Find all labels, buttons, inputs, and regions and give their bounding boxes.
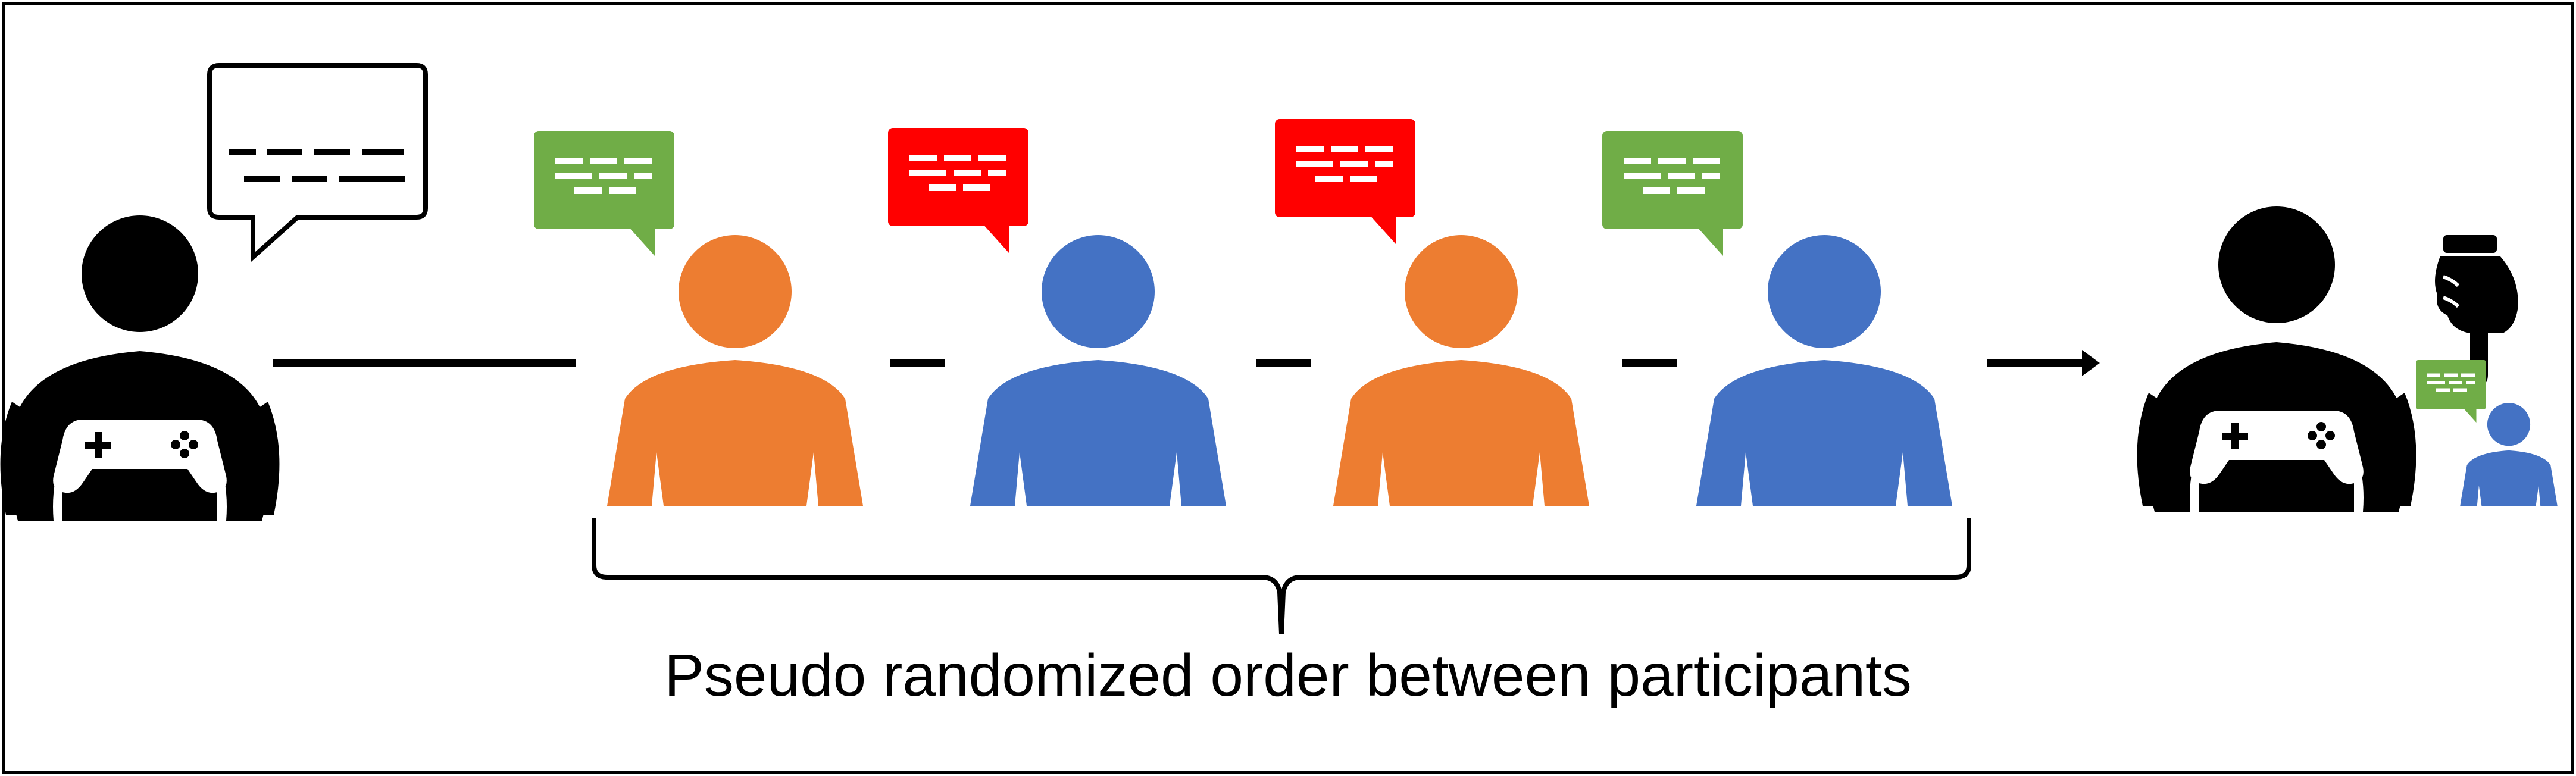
sequence-connectors — [273, 359, 1677, 367]
participant-1-icon — [607, 235, 863, 506]
sequence-arrow — [1987, 350, 2100, 376]
speech-bubble-red-icon — [1275, 119, 1415, 244]
pointing-hand-icon — [2435, 235, 2518, 386]
speech-bubble-green-icon — [1602, 131, 1743, 256]
gamer-person-right-icon — [2137, 206, 2416, 512]
speech-bubble-green-icon — [534, 131, 674, 256]
speech-bubble-green-small-icon — [2416, 360, 2486, 423]
curly-brace-icon — [592, 518, 1971, 634]
participant-2-icon — [970, 235, 1226, 506]
participant-4-icon — [1696, 235, 1952, 506]
speech-bubble-outline-icon — [207, 63, 428, 262]
speech-bubble-red-icon — [888, 128, 1028, 253]
caption-text: Pseudo randomized order between particip… — [664, 642, 1912, 709]
gamer-person-left-icon — [0, 215, 280, 521]
participant-3-icon — [1333, 235, 1589, 506]
